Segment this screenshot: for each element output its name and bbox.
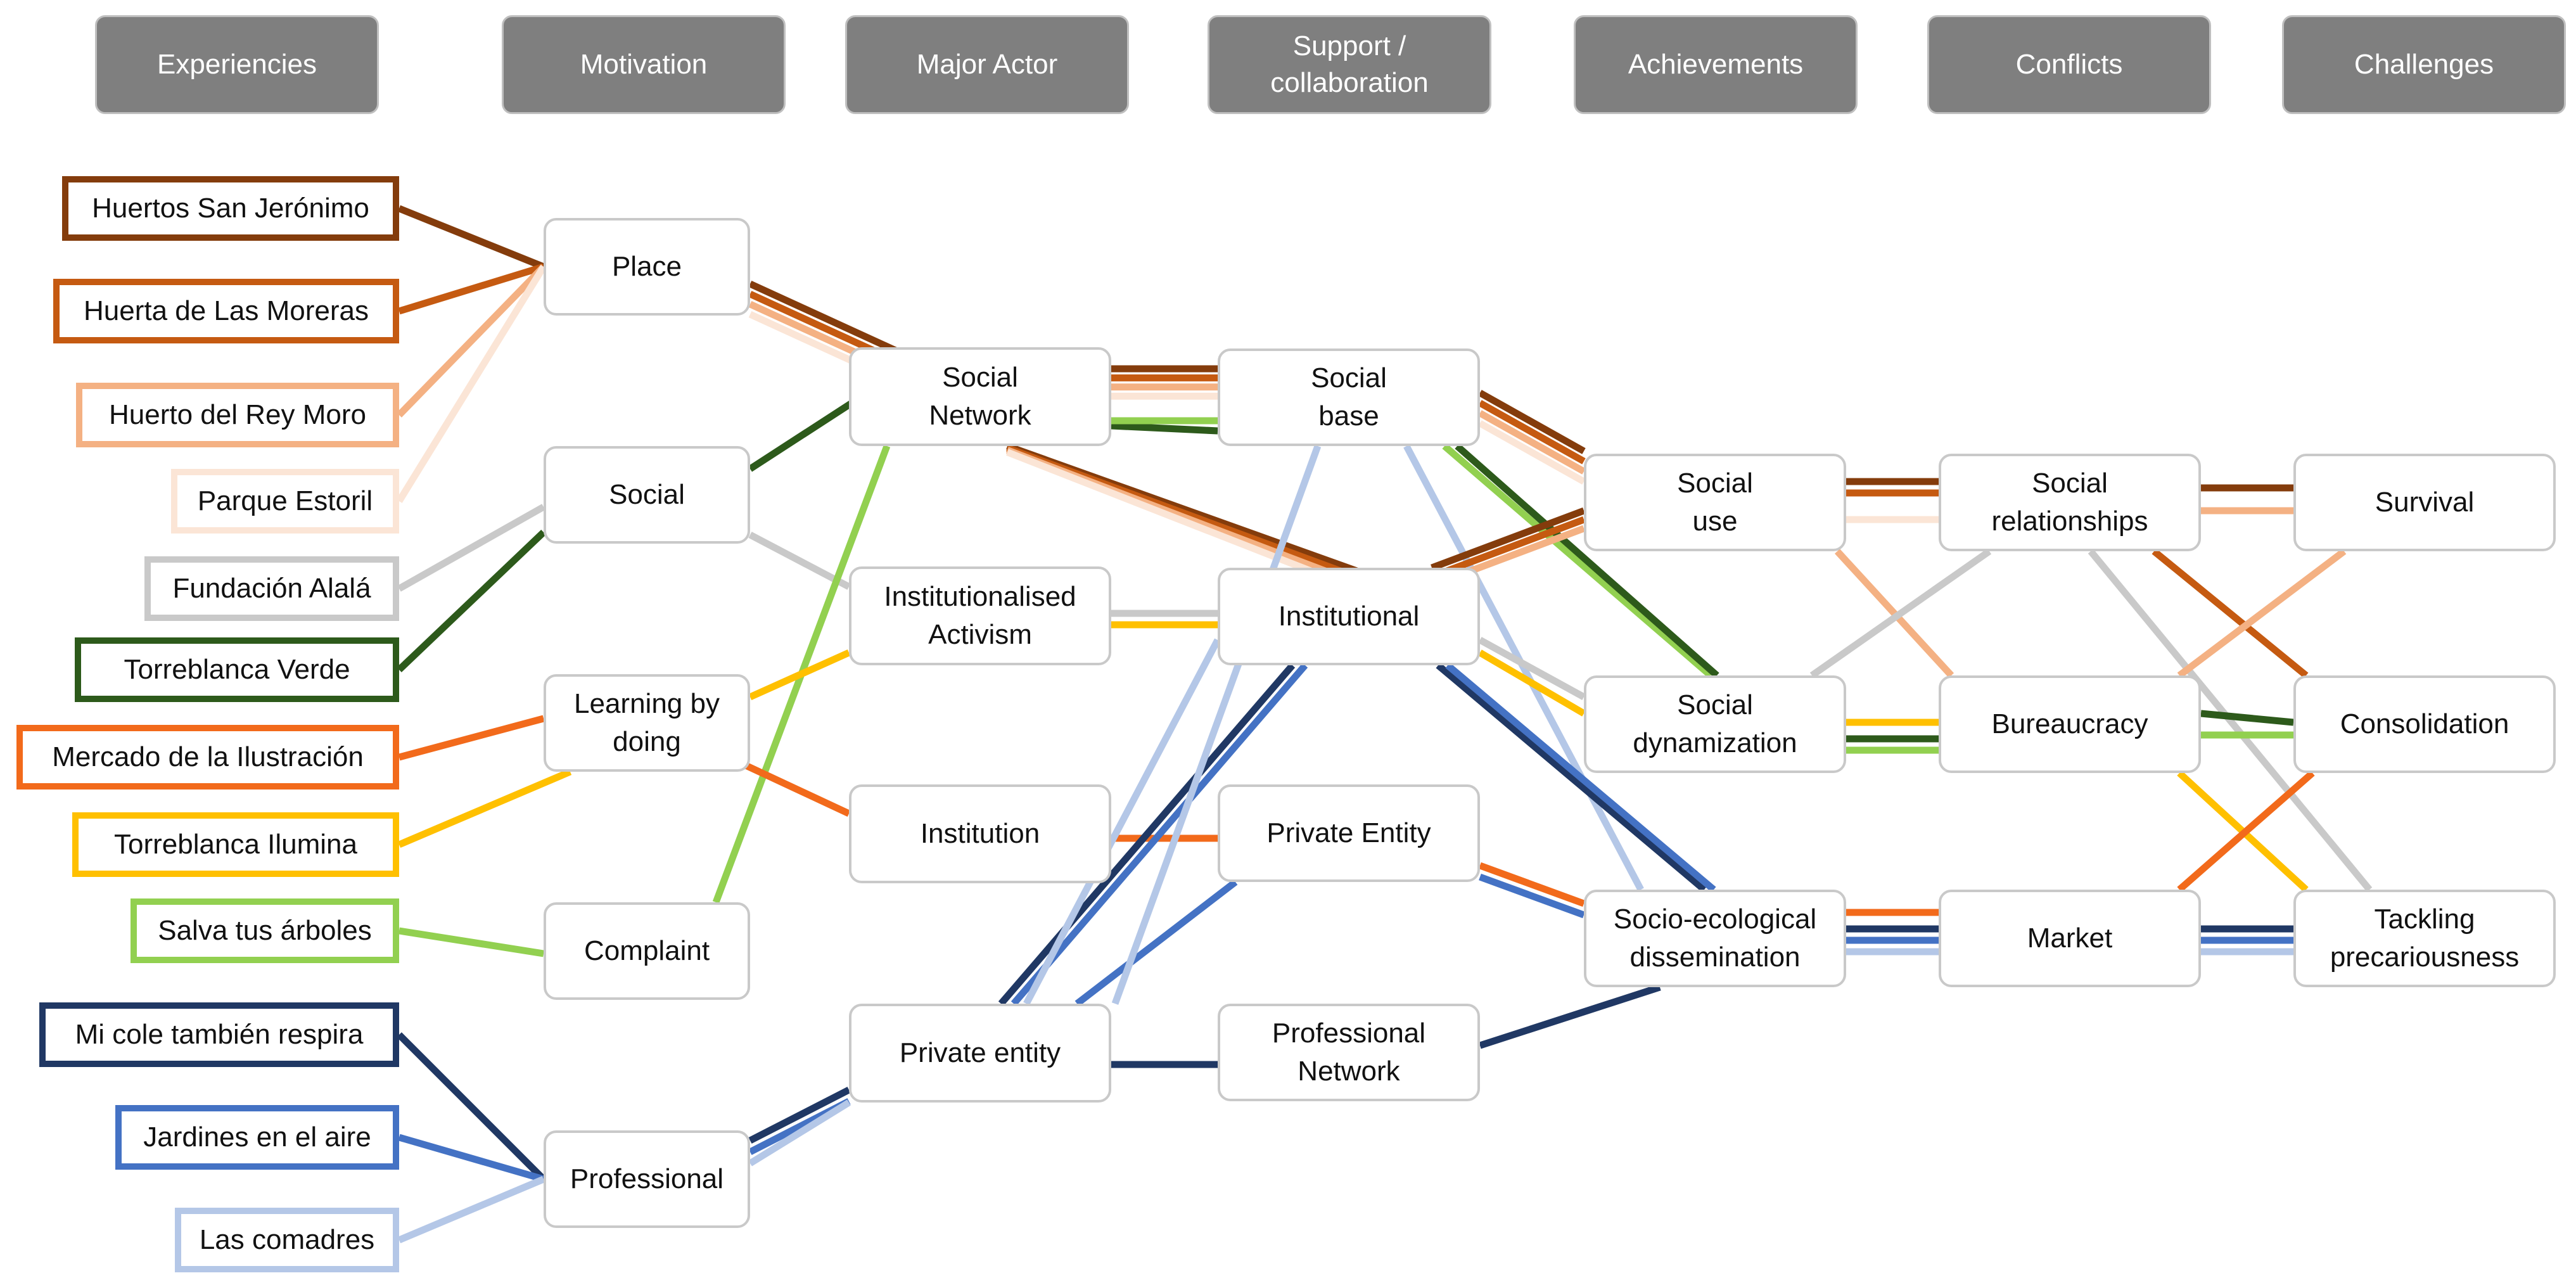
link-institutional-socialuse-2: [1441, 516, 1585, 577]
link-professional-privateentity-3: [748, 1099, 851, 1167]
link-socialrel-consolidation: [2152, 548, 2309, 679]
link-dyn-socialrel: [1809, 548, 1992, 679]
link-privateentity-institutional-3: [1023, 638, 1221, 1006]
node-social-relationships: Social relationships: [1939, 454, 2201, 551]
node-market: Market: [1939, 890, 2201, 987]
header-conflicts: Conflicts: [1927, 15, 2211, 114]
node-social-dynamization: Social dynamization: [1584, 675, 1846, 773]
node-social-base: Social base: [1218, 348, 1480, 446]
link-socialnetwork-socialbase-green: [1111, 422, 1218, 435]
link-socialbase-socialuse: [1478, 400, 1586, 464]
experience-torreblanca-verde: Torreblanca Verde: [75, 637, 399, 702]
experience-torreblanca-ilumina: Torreblanca Ilumina: [72, 812, 399, 877]
experience-huertos-san-jeronimo: Huertos San Jerónimo: [62, 176, 399, 241]
link-socialbase-dyn-darkgreen: [1455, 443, 1719, 679]
node-professional-network: Professional Network: [1218, 1004, 1480, 1101]
link-jardines-professional: [398, 1134, 545, 1183]
node-complaint: Complaint: [544, 902, 750, 1000]
link-privateentity-privatesupport: [1074, 879, 1238, 1007]
link-learning-instactivism: [748, 649, 851, 701]
link-socialuse-bureaucracy: [1834, 549, 1954, 678]
link-comadres-professional: [397, 1175, 545, 1244]
link-ilumina-learning: [397, 768, 572, 848]
link-salva-complaint: [399, 927, 544, 957]
link-huertos-place: [397, 205, 545, 271]
link-estoril-place: [396, 265, 547, 503]
experience-mercado-de-la-ilustracion: Mercado de la Ilustración: [16, 725, 399, 790]
link-socialbase-down-1: [1111, 445, 1322, 1005]
experience-huerta-de-las-moreras: Huerta de Las Moreras: [53, 279, 399, 343]
experience-mi-cole-tambien-respira: Mi cole también respira: [39, 1002, 399, 1067]
link-socialrel-tackling: [2088, 549, 2373, 892]
link-socialbase-socialuse: [1478, 420, 1586, 485]
node-social-network: Social Network: [849, 347, 1111, 446]
link-institutional-dyn-grey: [1478, 637, 1586, 700]
link-institutional-socialuse-1: [1431, 507, 1585, 572]
link-privateentity-institutional-2: [1011, 663, 1308, 1006]
header-experiencies: Experiencies: [95, 15, 379, 114]
header-achievements: Achievements: [1574, 15, 1858, 114]
link-bureau-survival: [2177, 548, 2347, 679]
experience-fundacion-alala: Fundación Alalá: [144, 556, 399, 621]
experience-salva-tus-arboles: Salva tus árboles: [131, 898, 399, 963]
node-institution: Institution: [849, 784, 1111, 883]
header-support-collaboration: Support / collaboration: [1208, 15, 1491, 114]
link-professional-privateentity-1: [748, 1087, 851, 1144]
experience-huerto-del-rey-moro: Huerto del Rey Moro: [76, 383, 399, 447]
link-bureau-consolidation-1: [2200, 710, 2294, 726]
link-socialbase-dyn-lightgreen: [1442, 443, 1713, 679]
link-social-instactivism: [748, 532, 851, 590]
experience-parque-estoril: Parque Estoril: [171, 469, 399, 534]
link-micole-professional: [397, 1032, 546, 1182]
header-challenges: Challenges: [2282, 15, 2566, 114]
node-private-entity-actor: Private entity: [849, 1004, 1111, 1103]
experience-jardines-en-el-aire: Jardines en el aire: [115, 1105, 399, 1170]
link-institutional-socioeco-2: [1445, 662, 1716, 893]
link-place-socialnetwork: [748, 280, 902, 356]
link-verde-social: [397, 530, 546, 672]
header-motivation: Motivation: [502, 15, 786, 114]
link-privatesupport-socioeco-2: [1479, 873, 1585, 919]
link-moreras-place: [398, 263, 545, 315]
node-place: Place: [544, 218, 750, 316]
link-alala-social: [397, 504, 545, 592]
link-institutional-dyn-yellow: [1478, 649, 1586, 717]
header-major-actor: Major Actor: [845, 15, 1129, 114]
node-socio-ecological-dissemination: Socio-ecological dissemination: [1584, 890, 1846, 987]
link-reymoro-place: [397, 264, 546, 418]
link-privateentity-institutional-1: [998, 663, 1296, 1006]
link-privatesupport-socioeco-1: [1479, 862, 1585, 907]
node-tackling-precariousness: Tackling precariousness: [2293, 890, 2556, 987]
node-social-use: Social use: [1584, 454, 1846, 551]
link-socialbase-socialuse: [1478, 410, 1586, 475]
node-social: Social: [544, 446, 750, 544]
link-socialbase-socialuse: [1478, 390, 1586, 454]
node-consolidation: Consolidation: [2293, 675, 2556, 773]
experience-las-comadres: Las comadres: [175, 1208, 399, 1272]
link-profnetwork-socioeco: [1479, 983, 1661, 1049]
link-market-consolidation: [2177, 770, 2315, 893]
node-institutional: Institutional: [1218, 568, 1480, 665]
node-institutionalised-activism: Institutionalised Activism: [849, 566, 1111, 665]
node-private-entity-support: Private Entity: [1218, 784, 1480, 882]
link-institutional-socioeco-1: [1436, 662, 1707, 893]
link-mercado-learning: [398, 715, 545, 761]
link-learning-institution: [733, 757, 851, 817]
node-professional: Professional: [544, 1130, 750, 1228]
node-bureaucracy: Bureaucracy: [1939, 675, 2201, 773]
node-survival: Survival: [2293, 454, 2556, 551]
node-learning-by-doing: Learning by doing: [544, 674, 750, 772]
